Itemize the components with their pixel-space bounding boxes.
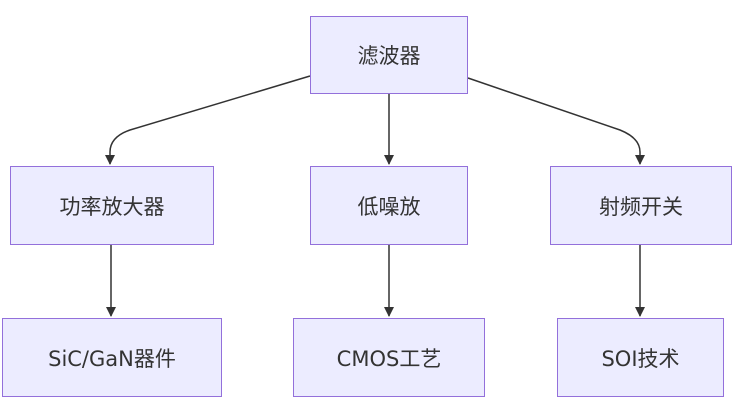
node-rf-switch[interactable]: 射频开关 (550, 166, 732, 245)
node-soi-technology-label: SOI技术 (601, 346, 680, 371)
node-cmos-process-label: CMOS工艺 (336, 346, 442, 371)
node-power-amplifier-label: 功率放大器 (59, 194, 165, 219)
node-filter-label: 滤波器 (357, 44, 421, 68)
node-filter[interactable]: 滤波器 (310, 16, 468, 94)
node-cmos-process[interactable]: CMOS工艺 (293, 318, 485, 397)
node-lna-label: 低噪放 (357, 194, 421, 219)
node-power-amplifier[interactable]: 功率放大器 (10, 166, 214, 245)
node-sic-gan-device[interactable]: SiC/GaN器件 (2, 318, 222, 397)
node-lna[interactable]: 低噪放 (310, 166, 468, 245)
edge-root-to-power-amplifier (105, 75, 311, 165)
node-rf-switch-label: 射频开关 (599, 194, 683, 219)
edge-root-to-rf-switch (467, 77, 645, 165)
node-sic-gan-device-label: SiC/GaN器件 (48, 346, 176, 371)
node-soi-technology[interactable]: SOI技术 (557, 318, 724, 397)
